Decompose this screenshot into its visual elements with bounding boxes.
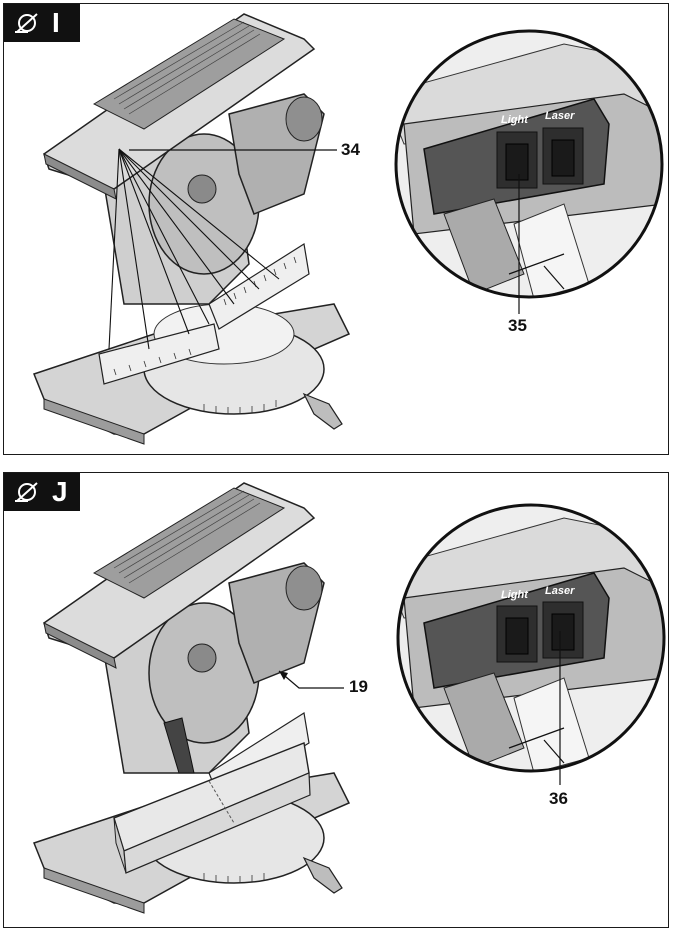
lock-knob [302,392,343,430]
laser-pointer-icon [15,13,38,33]
figure-tag-j: J [4,473,80,511]
callout-36: 36 [549,789,568,808]
switch-label-light: Light [501,114,528,126]
figure-panel-i: I [3,3,669,455]
fence-right [208,243,310,330]
figure-letter: I [52,7,60,38]
switch-label-laser: Laser [545,585,575,597]
lock-knob [302,856,343,894]
callout-34: 34 [341,140,360,159]
fence-left [98,323,220,385]
callout-35: 35 [508,316,527,335]
callout-19: 19 [349,677,368,696]
saw-illustration-j [33,482,666,914]
saw-illustration-i [33,13,664,445]
switch-closeup-j [398,505,664,771]
figure-panel-j: J [3,472,669,928]
switch-label-laser: Laser [545,110,575,122]
laser-beam-lines [108,148,280,350]
switch-label-light: Light [501,589,528,601]
figure-tag-i: I [4,4,80,42]
laser-pointer-icon [15,482,38,502]
switch-closeup-i [396,31,662,297]
figure-letter: J [52,476,68,507]
